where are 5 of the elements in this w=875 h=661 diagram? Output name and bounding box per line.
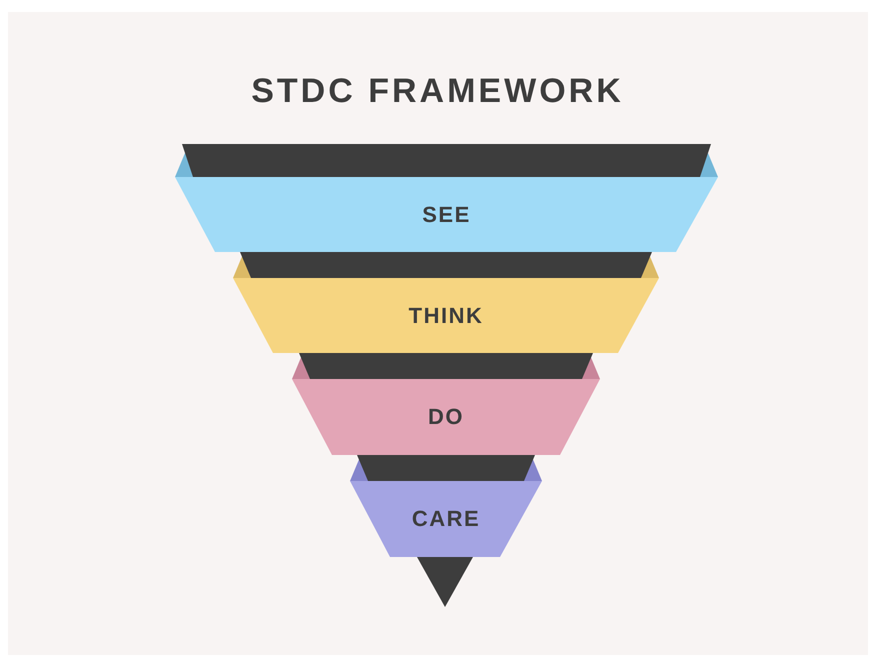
stage-label: THINK [408,302,484,328]
title: STDC FRAMEWORK [250,72,625,111]
stage-label: DO [428,404,464,430]
stage-label: SEE [422,202,471,228]
stage-label: CARE [412,506,480,532]
